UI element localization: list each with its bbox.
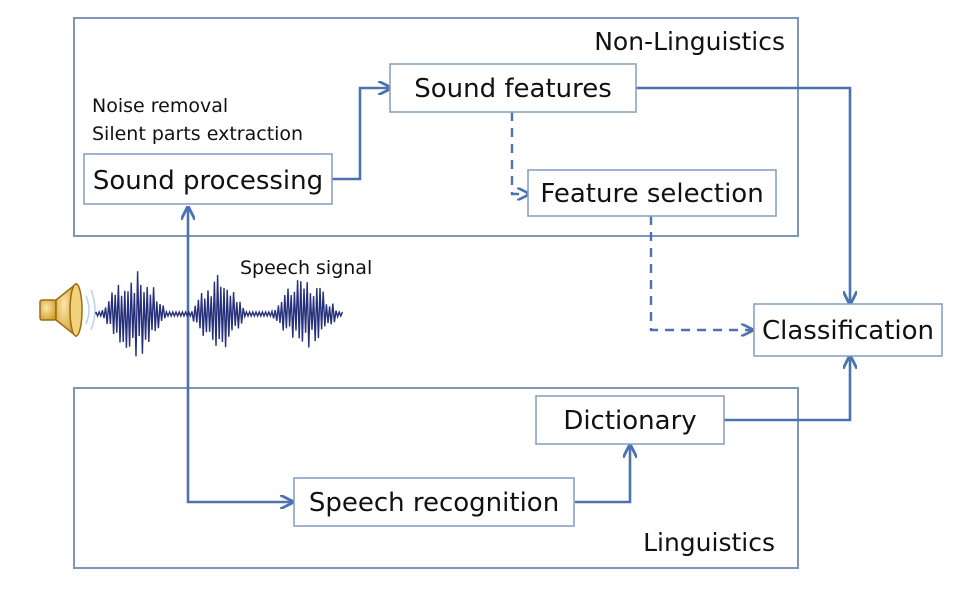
arrow-features-to-classification [636, 86, 850, 303]
non-linguistics-label: Non-Linguistics [594, 27, 785, 56]
speech-signal-label: Speech signal [240, 257, 372, 279]
node-feature-selection: Feature selection [527, 169, 777, 217]
node-dictionary: Dictionary [535, 395, 725, 445]
arrow-selection-to-classification [649, 216, 752, 330]
dictionary-label: Dictionary [563, 406, 696, 436]
feature-selection-label: Feature selection [540, 179, 763, 209]
arrow-dictionary-to-classification [724, 357, 850, 422]
linguistics-label: Linguistics [643, 528, 775, 557]
classification-label: Classification [762, 316, 934, 346]
noise-removal-note: Noise removal [92, 95, 228, 117]
arrow-recognition-to-dictionary [575, 446, 630, 504]
node-speech-recognition: Speech recognition [293, 477, 575, 527]
arrow-processing-to-features [332, 88, 390, 181]
speech-waveform [95, 271, 344, 357]
connectors [188, 88, 850, 502]
node-classification: Classification [753, 303, 943, 357]
silent-parts-note: Silent parts extraction [92, 123, 303, 145]
arrow-features-to-selection [510, 112, 528, 194]
speech-recognition-label: Speech recognition [309, 488, 559, 518]
node-sound-features: Sound features [389, 63, 637, 113]
arrow-signal-to-recognition [186, 316, 292, 502]
node-sound-processing: Sound processing [83, 153, 333, 205]
sound-processing-label: Sound processing [93, 166, 323, 196]
sound-features-label: Sound features [414, 74, 612, 104]
speaker-icon [39, 282, 96, 338]
